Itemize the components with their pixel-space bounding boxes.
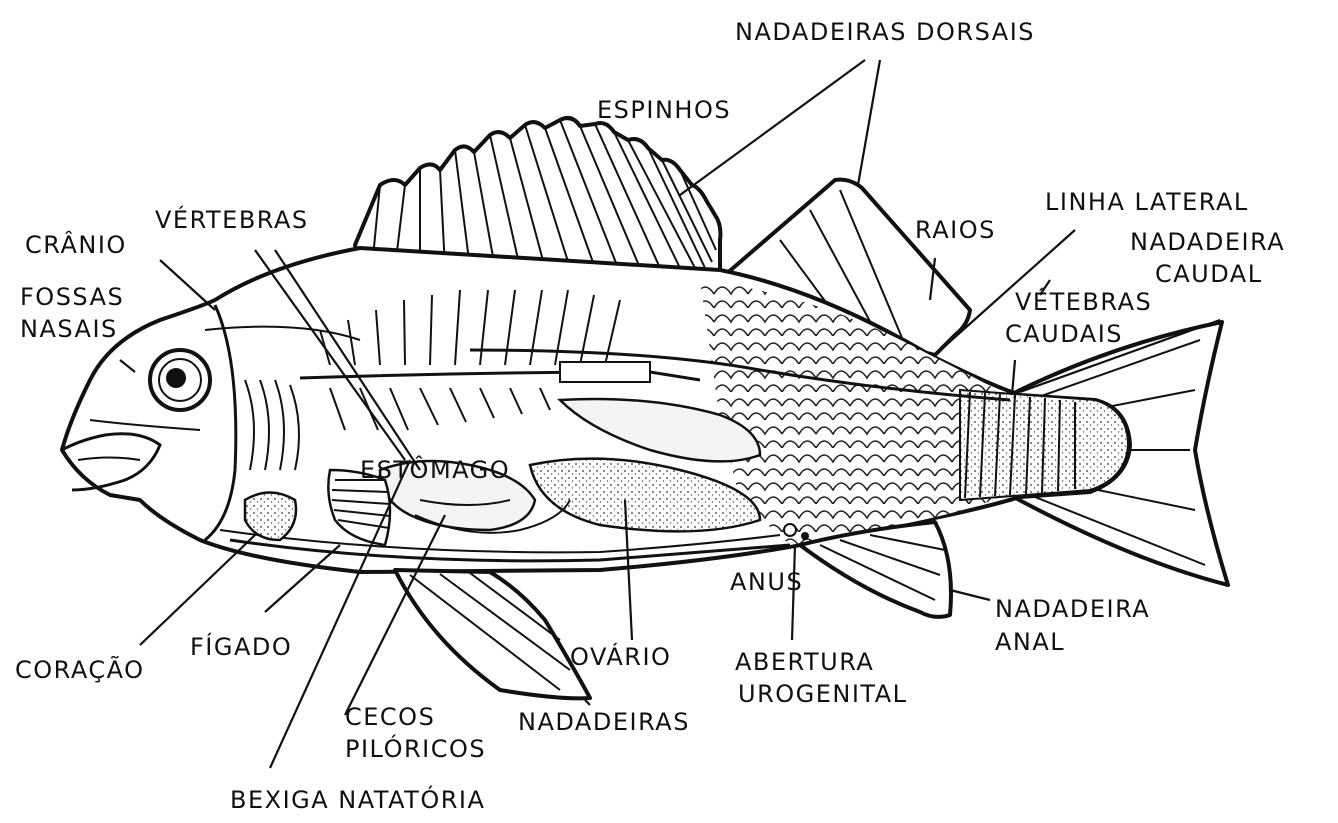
label-nadadeira-caudal-line1: NADADEIRA — [1130, 228, 1285, 256]
label-cecos-piloricos-line2: PILÓRICOS — [345, 733, 486, 763]
label-espinhos: ESPINHOS — [597, 96, 731, 124]
label-vertebras-caudais-line2: CAUDAIS — [1005, 320, 1123, 348]
fish-body — [62, 248, 1130, 572]
urogenital-opening-mark — [801, 532, 809, 540]
label-ovario: OVÁRIO — [570, 642, 671, 671]
label-cranio: CRÂNIO — [25, 230, 127, 259]
pelvic-fin — [395, 570, 590, 698]
label-bexiga-natatoria: BEXIGA NATATÓRIA — [230, 784, 485, 814]
label-vertebras-caudais-line1: VÉTEBRAS — [1015, 287, 1152, 316]
label-nadadeira-anal-line2: ANAL — [995, 628, 1065, 656]
label-nadadeiras-dorsais: NADADEIRAS DORSAIS — [735, 18, 1035, 46]
label-nadadeira-anal-line1: NADADEIRA — [995, 595, 1150, 623]
eye — [150, 350, 210, 410]
label-cecos-piloricos-line1: CECOS — [345, 703, 435, 731]
label-fossas-nasais-line1: FOSSAS — [20, 283, 124, 311]
label-nadadeiras: NADADEIRAS — [518, 708, 690, 736]
label-abertura-urogenital-line2: UROGENITAL — [738, 680, 908, 708]
anus-mark — [784, 524, 796, 536]
label-linha-lateral: LINHA LATERAL — [1045, 188, 1249, 216]
label-fossas-nasais-line2: NASAIS — [20, 315, 118, 343]
label-nadadeira-caudal-line2: CAUDAL — [1155, 260, 1263, 288]
label-vertebras: VÉRTEBRAS — [155, 205, 309, 234]
label-raios: RAIOS — [915, 216, 996, 244]
label-estomago: ESTÔMAGO — [360, 454, 510, 484]
label-abertura-urogenital-line1: ABERTURA — [735, 648, 874, 676]
label-anus: ANUS — [730, 568, 803, 596]
dorsal-spiny-fin — [355, 118, 720, 270]
label-coracao: CORAÇÃO — [15, 654, 145, 684]
label-figado: FÍGADO — [190, 632, 292, 661]
